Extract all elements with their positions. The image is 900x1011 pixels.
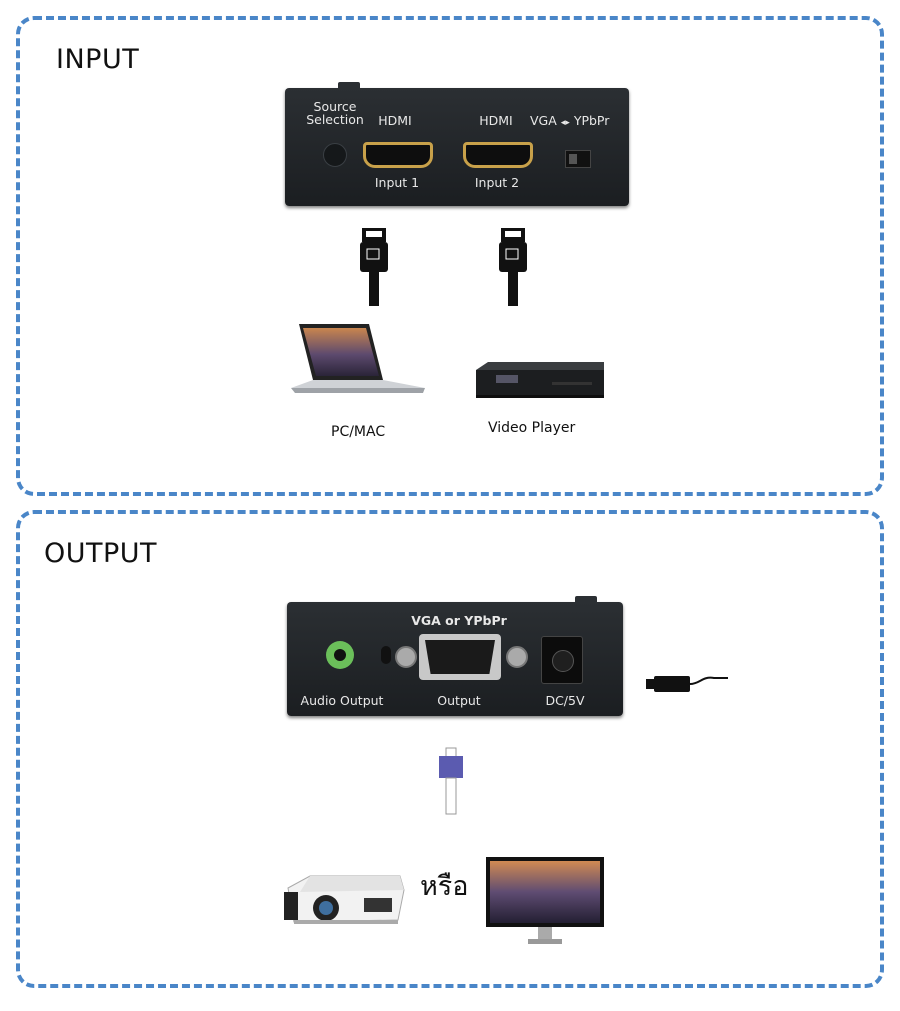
laptop-icon bbox=[291, 324, 425, 393]
input-title: INPUT bbox=[56, 44, 140, 75]
ypbpr-label: YPbPr bbox=[573, 113, 610, 128]
hdmi-cable-icon bbox=[499, 228, 527, 306]
arrow-icon: ◂▸ bbox=[560, 118, 570, 128]
monitor-icon bbox=[486, 857, 604, 944]
source-selection-label: Source Selection bbox=[306, 99, 364, 127]
input-panel bbox=[16, 16, 884, 496]
vga-screw-right bbox=[506, 646, 528, 668]
vga-output-port[interactable] bbox=[419, 634, 501, 680]
source-label-video-player: Video Player bbox=[488, 420, 576, 436]
vga-cable-icon bbox=[439, 747, 463, 815]
hdmi-cable-icon bbox=[360, 228, 388, 306]
audio-output-jack[interactable] bbox=[326, 641, 354, 669]
hdmi-input2-port[interactable] bbox=[463, 142, 533, 168]
vga-screw-left bbox=[395, 646, 417, 668]
source-selection-button[interactable] bbox=[323, 143, 347, 167]
video-player-icon bbox=[476, 362, 604, 398]
hdmi-switch-device: Source Selection HDMI Input 1 HDMI Input… bbox=[285, 82, 629, 206]
vga-ypbpr-header: VGA or YPbPr bbox=[411, 613, 507, 628]
mode-switch[interactable] bbox=[565, 150, 591, 168]
dc-label: DC/5V bbox=[545, 693, 585, 708]
output-device: VGA or YPbPr Audio Output Output DC/5V bbox=[287, 596, 623, 716]
vga-label: VGA bbox=[530, 113, 557, 128]
or-text: หรือ bbox=[420, 871, 469, 902]
hdmi-input1-port[interactable] bbox=[363, 142, 433, 168]
source-label-pc: PC/MAC bbox=[331, 424, 386, 440]
dc-power-jack[interactable] bbox=[541, 636, 583, 684]
audio-output-label: Audio Output bbox=[300, 693, 384, 708]
input2-label: Input 2 bbox=[474, 175, 520, 190]
vga-ypbpr-label: VGA ◂▸ YPbPr bbox=[530, 113, 609, 128]
output-label: Output bbox=[437, 693, 481, 708]
input1-label: Input 1 bbox=[374, 175, 420, 190]
hdmi2-label: HDMI bbox=[479, 113, 513, 128]
hdmi1-label: HDMI bbox=[378, 113, 412, 128]
output-title: OUTPUT bbox=[44, 538, 158, 569]
output-panel bbox=[16, 510, 884, 988]
projector-icon bbox=[284, 875, 405, 924]
power-cable-icon bbox=[646, 676, 728, 692]
